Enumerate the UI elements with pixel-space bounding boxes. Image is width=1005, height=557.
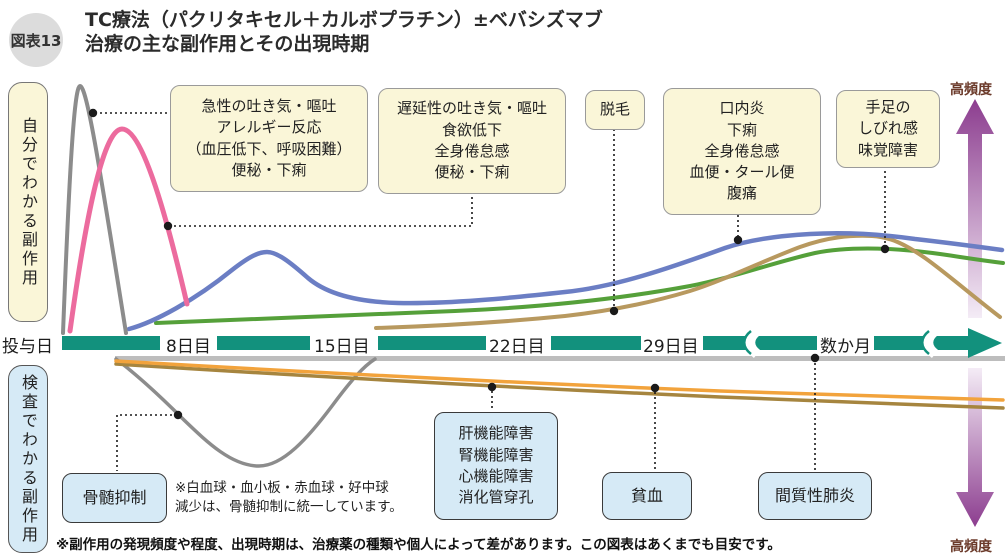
box-stomatitis: 口内炎 下痢 全身倦怠感 血便・タール便 腹痛 — [663, 88, 821, 215]
figure-footnote: ※副作用の発現頻度や程度、出現時期は、治療薬の種類や個人によって差があります。こ… — [56, 537, 781, 553]
sidebar-test-side-effects: 検査でわかる副作用 — [8, 365, 48, 553]
marker-dot — [163, 221, 173, 231]
curve-tan — [374, 233, 1002, 330]
timeline-tick-day8: 8日目 — [166, 337, 211, 357]
connector-marrow — [116, 414, 172, 471]
box-line: 口内炎 — [719, 99, 765, 118]
curve-anemia-orange — [114, 359, 1005, 402]
note-line: ※白血球・血小板・赤血球・好中球 — [175, 480, 389, 496]
box-interstitial-pneumonia: 間質性肺炎 — [758, 472, 872, 520]
box-line: 血便・タール便 — [689, 163, 795, 182]
box-line: 遅延性の吐き気・嘔吐 — [396, 99, 547, 118]
timeline-bar-segment — [378, 336, 486, 350]
box-line: 腎機能障害 — [458, 445, 534, 464]
timeline-tick-months: 数か月 — [820, 337, 871, 357]
box-line: 急性の吐き気・嘔吐 — [201, 96, 337, 115]
box-line: 腹痛 — [726, 184, 757, 203]
myelosuppression-note: ※白血球・血小板・赤血球・好中球 減少は、骨髄抑制に統一しています。 — [175, 479, 403, 517]
box-myelosuppression: 骨髄抑制 — [62, 473, 167, 523]
curve-allergy-pink — [67, 126, 190, 334]
timeline-start-label: 投与日 — [2, 337, 53, 357]
timeline-bar-segment — [217, 336, 310, 350]
box-line: 便秘・下痢 — [434, 163, 510, 182]
note-line: 減少は、骨髄抑制に統一しています。 — [175, 498, 403, 515]
title-line-2: 治療の主な副作用とその出現時期 — [85, 33, 370, 56]
curve-organ-dark-tan — [114, 362, 1005, 410]
box-hair-loss: 脱毛 — [585, 90, 645, 130]
box-line: 下痢 — [726, 120, 757, 139]
page-title: TC療法（パクリタキセル＋カルボプラチン）±ベバシズマブ 治療の主な副作用とその… — [85, 8, 603, 57]
box-delayed-nausea: 遅延性の吐き気・嘔吐 食欲低下 全身倦怠感 便秘・下痢 — [378, 88, 566, 194]
lower-baseline — [115, 356, 1005, 361]
box-line: 便秘・下痢 — [231, 160, 307, 179]
box-line: 消化管穿孔 — [458, 488, 534, 507]
marker-dot — [487, 382, 497, 392]
timeline-bar-segment — [62, 336, 160, 350]
curve-acute-gray — [61, 83, 128, 335]
box-organ-dysfunction: 肝機能障害 腎機能障害 心機能障害 消化管穿孔 — [434, 412, 558, 520]
box-numbness: 手足の しびれ感 味覚障害 — [836, 90, 940, 168]
marker-dot — [173, 410, 183, 420]
box-line: 全身倦怠感 — [704, 141, 780, 160]
box-line: 全身倦怠感 — [434, 142, 510, 160]
high-frequency-arrow-up-icon — [956, 99, 994, 318]
box-line: 肝機能障害 — [458, 424, 534, 443]
box-line: 脱毛 — [599, 100, 630, 119]
timeline-tick-day29: 29日目 — [643, 337, 699, 357]
marker-dot — [733, 235, 743, 245]
box-line: しびれ感 — [857, 119, 918, 138]
box-line: アレルギー反応 — [216, 118, 322, 137]
box-line: 心機能障害 — [458, 467, 534, 485]
high-frequency-arrow-down-icon — [956, 368, 994, 527]
box-anemia: 貧血 — [602, 472, 692, 520]
marker-dot — [88, 108, 98, 118]
axis-break-icon — [743, 330, 752, 355]
box-line: 食欲低下 — [441, 120, 502, 139]
curve-marrow-gray — [114, 357, 377, 468]
box-acute-nausea: 急性の吐き気・嘔吐 アレルギー反応 （血圧低下、呼吸困難） 便秘・下痢 — [170, 85, 368, 192]
timeline-bar-segment — [703, 336, 817, 350]
axis-break-icon — [923, 327, 939, 358]
axis-break-icon — [921, 330, 930, 355]
marker-dot — [650, 383, 660, 393]
high-frequency-label-bottom: 高頻度 — [950, 539, 992, 555]
box-line: 味覚障害 — [857, 140, 918, 159]
timeline-tick-day22: 22日目 — [489, 337, 545, 357]
marker-dot — [810, 353, 820, 363]
connector-delayed — [174, 193, 473, 227]
box-line: 手足の — [865, 98, 911, 117]
timeline-arrowhead-icon — [968, 328, 1002, 358]
timeline-tick-day15: 15日目 — [314, 337, 370, 357]
figure-badge: 図表13 — [9, 13, 63, 67]
box-line: 間質性肺炎 — [774, 485, 855, 505]
timeline-bar-segment — [551, 336, 641, 350]
marker-dot — [609, 306, 619, 316]
marker-dot — [880, 244, 890, 254]
box-line: 貧血 — [630, 485, 663, 505]
box-line: 骨髄抑制 — [82, 487, 147, 507]
curve-blue — [126, 230, 1005, 332]
box-line: （血圧低下、呼吸困難） — [186, 139, 352, 158]
title-line-1: TC療法（パクリタキセル＋カルボプラチン）±ベバシズマブ — [85, 9, 603, 31]
sidebar-self-side-effects: 自分でわかる副作用 — [8, 82, 48, 322]
axis-break-icon — [745, 327, 761, 358]
high-frequency-label-top: 高頻度 — [950, 82, 992, 98]
